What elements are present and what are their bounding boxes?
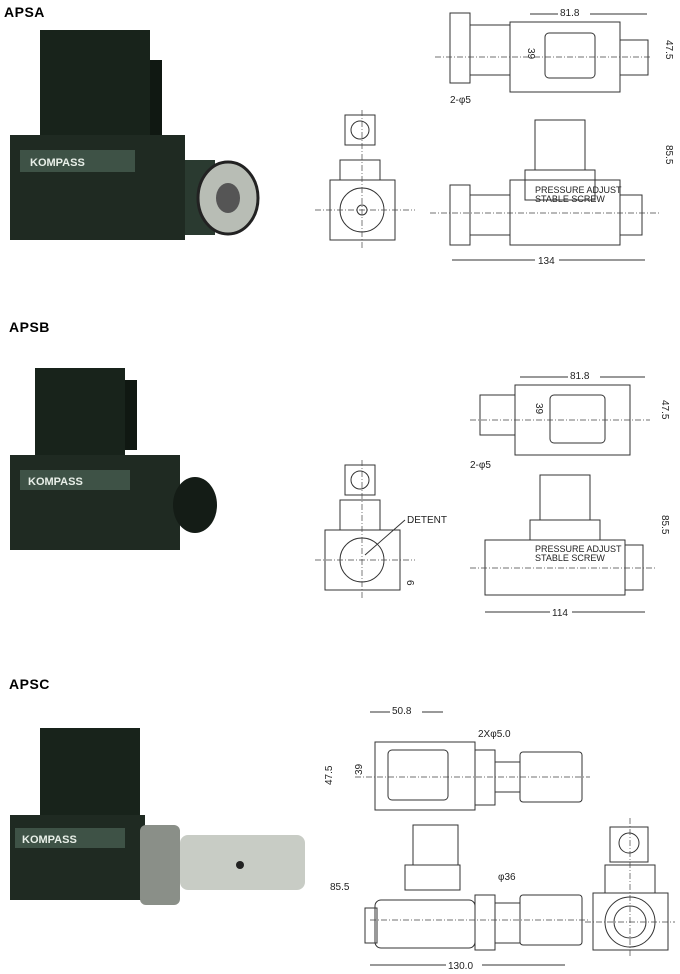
apsb-dim-length: 114 [552, 608, 568, 619]
apsa-product-photo: KOMPASS [10, 30, 260, 240]
apsb-detent-label: DETENT [407, 515, 447, 526]
apsc-dim-holes: 2Xφ5.0 [478, 729, 511, 740]
apsc-drawing: 50.8 2Xφ5.0 47.5 39 φ36 85.5 130.0 [324, 704, 675, 972]
apsb-note-line2: STABLE SCREW [535, 553, 605, 563]
apsb-product-photo: KOMPASS [10, 368, 217, 550]
apsb-end-view: DETENT 6 [315, 460, 447, 600]
apsc-brand-label: KOMPASS [22, 834, 77, 846]
apsc-dim-top-height: 47.5 [324, 765, 335, 785]
section-title-apsb: APSB [9, 319, 50, 335]
apsa-dim-holes: 2-φ5 [450, 95, 471, 106]
apsb-brand-label: KOMPASS [28, 476, 83, 488]
apsb-dim-height: 85.5 [659, 515, 670, 535]
apsc-dim-diameter: φ36 [498, 872, 516, 883]
section-title-apsa: APSA [4, 4, 45, 20]
apsb-dim-bolt-spacing: 39 [533, 403, 544, 415]
apsb-drawing: 81.8 39 47.5 2-φ5 PRESSURE ADJUST STABLE… [470, 369, 670, 619]
apsb-dim-holes: 2-φ5 [470, 460, 491, 471]
apsa-dim-bolt-spacing: 39 [525, 48, 536, 60]
apsa-dim-top-width: 81.8 [560, 8, 580, 19]
apsb-note-line1: PRESSURE ADJUST [535, 544, 622, 554]
apsa-note-line2: STABLE SCREW [535, 194, 605, 204]
apsb-dim-top-height: 47.5 [659, 400, 670, 420]
section-title-apsc: APSC [9, 676, 50, 692]
apsb-dim-detent-offset: 6 [404, 580, 415, 586]
apsc-dim-bolt-spacing: 39 [354, 763, 365, 775]
apsb-dim-top-width: 81.8 [570, 371, 590, 382]
apsc-dim-height: 85.5 [330, 882, 350, 893]
apsa-note-line1: PRESSURE ADJUST [535, 185, 622, 195]
apsa-dim-length: 134 [538, 256, 555, 267]
apsa-dim-height: 85.5 [663, 145, 674, 165]
apsc-dim-length: 130.0 [448, 961, 473, 972]
apsa-brand-label: KOMPASS [30, 157, 85, 169]
apsa-dim-top-height: 47.5 [663, 40, 674, 60]
apsc-dim-top-width: 50.8 [392, 706, 412, 717]
apsc-product-photo: KOMPASS [10, 728, 305, 905]
apsa-end-view [315, 110, 415, 250]
apsa-drawing: 81.8 39 47.5 2-φ5 PRESSURE ADJUST STABLE… [430, 6, 674, 267]
